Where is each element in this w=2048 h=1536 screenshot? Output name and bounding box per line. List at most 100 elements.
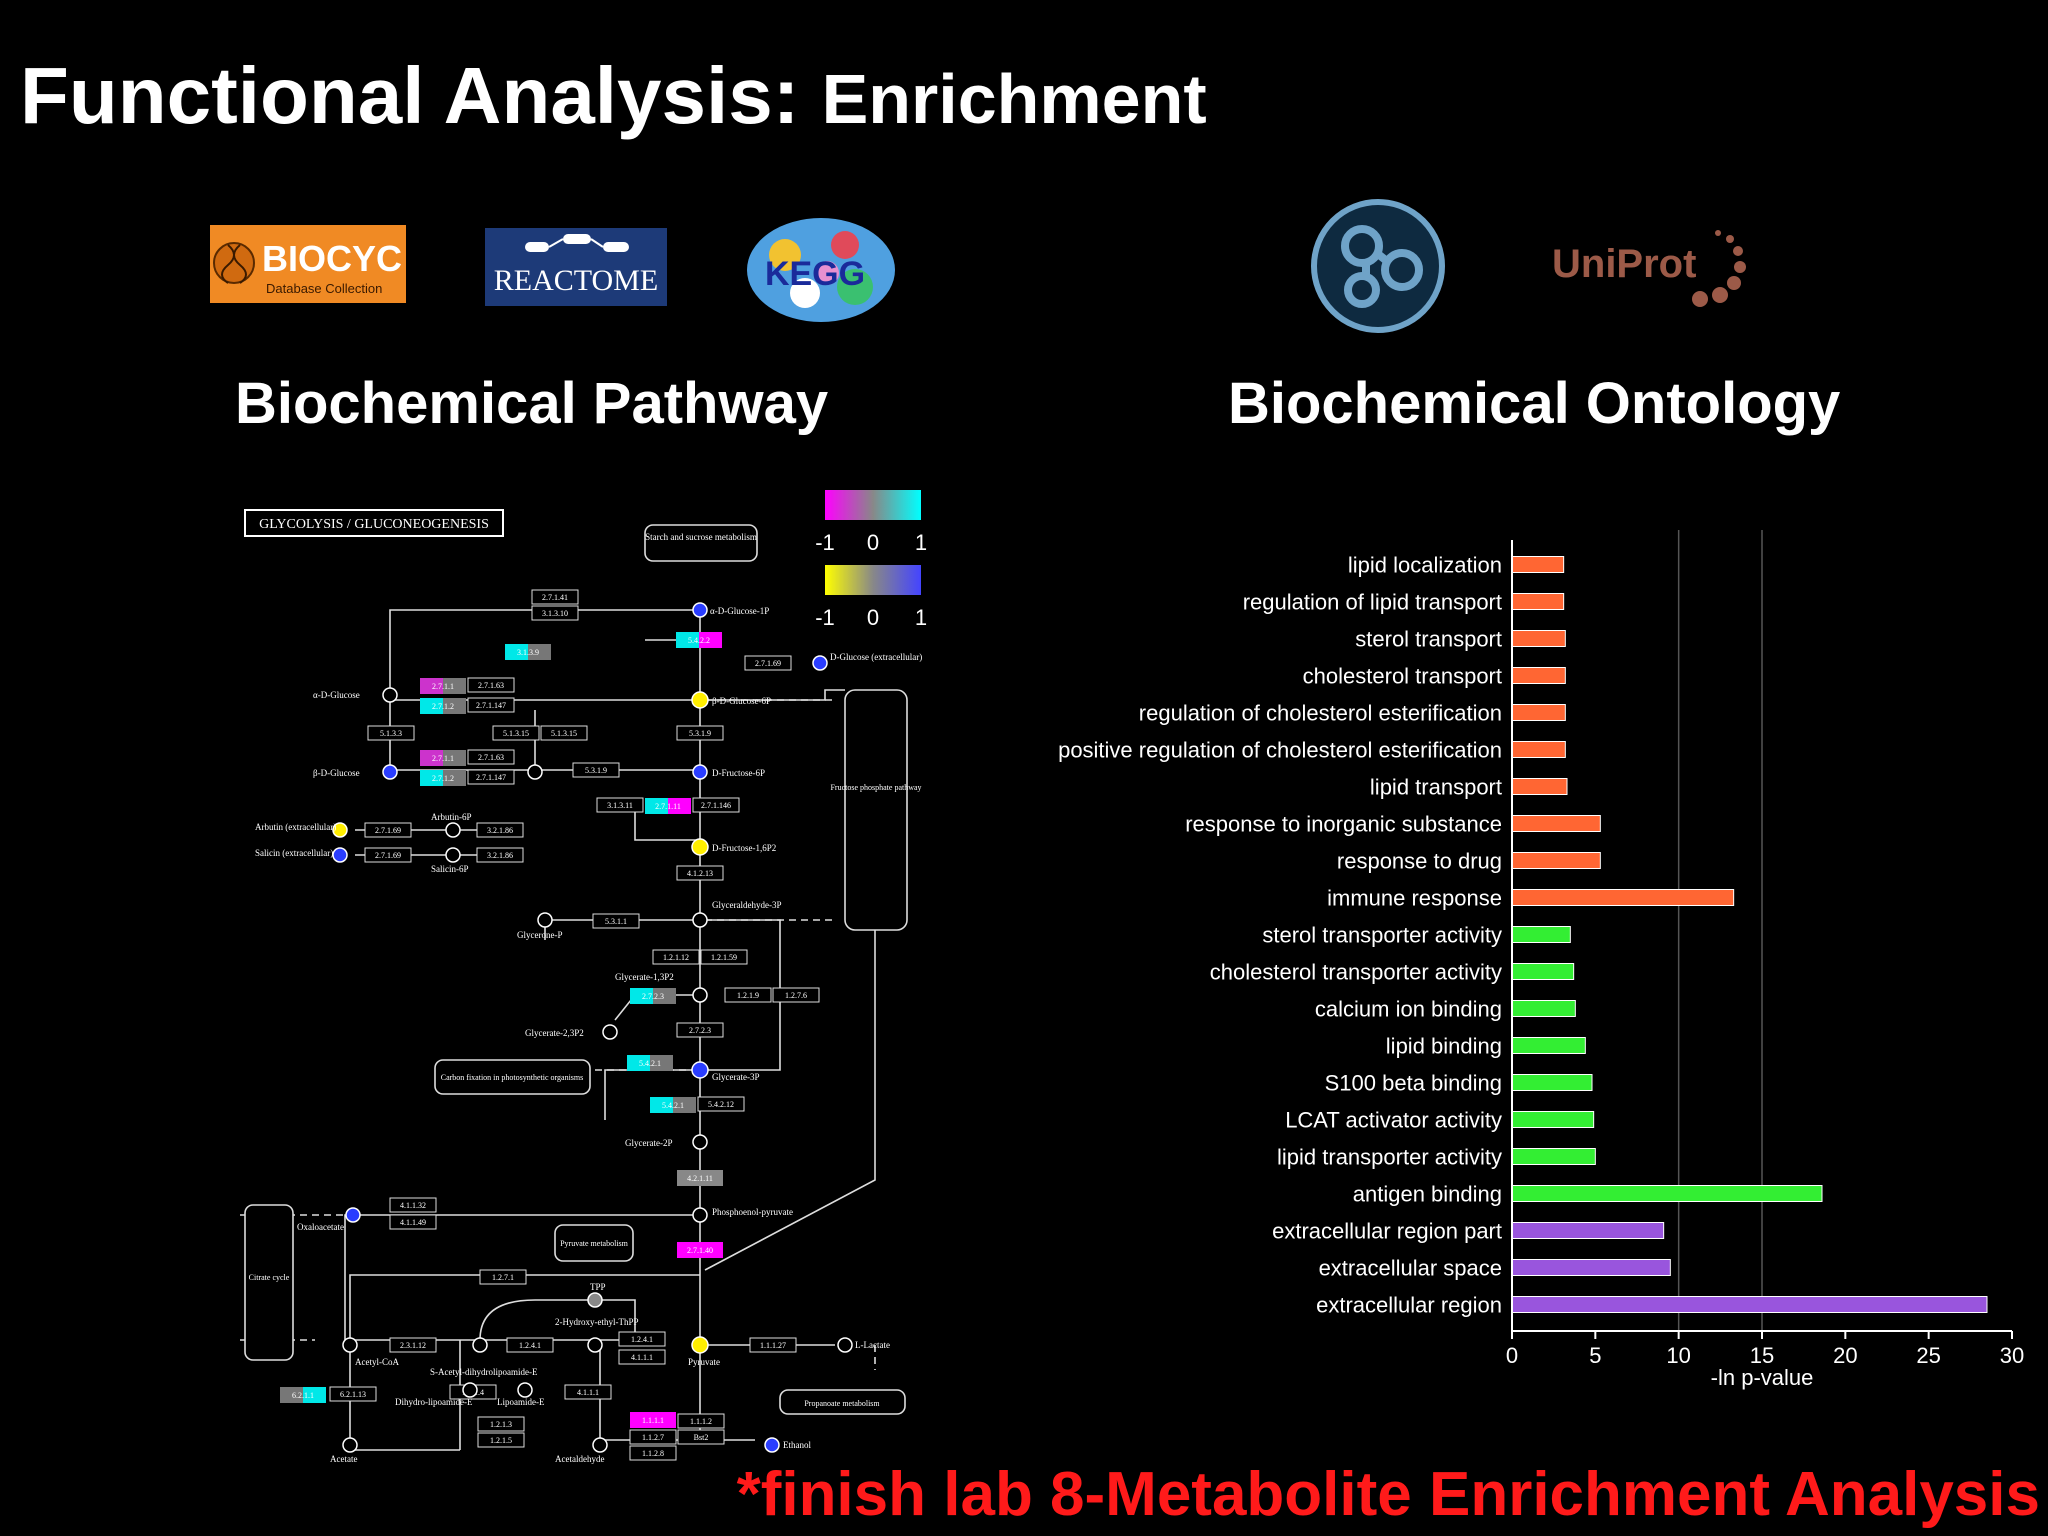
enzyme-label: 1.2.1.59	[711, 953, 737, 962]
category-label: S100 beta binding	[1325, 1071, 1502, 1096]
node-dihydrolipoamide	[462, 1382, 478, 1398]
category-label: response to drug	[1337, 849, 1502, 874]
reactome-logo: REACTOME	[485, 228, 667, 306]
node-phosphoenolpyruvate	[692, 1207, 708, 1223]
enzyme-label: 3.2.1.86	[487, 826, 513, 835]
legend-tick-top-2: 1	[915, 530, 927, 555]
citrate-cycle-label: Citrate cycle	[249, 1273, 290, 1282]
ontology-bar-chart: lipid localization regulation of lipid tr…	[1058, 530, 2024, 1390]
enzyme-label: 2.7.1.1	[432, 682, 454, 691]
enzyme-box-gray	[528, 644, 551, 660]
x-tick-label: 30	[2000, 1343, 2024, 1368]
enzyme-label: 1.2.4.1	[519, 1341, 541, 1350]
compound-label: Dihydro-lipoamide-E	[395, 1397, 473, 1407]
enzyme-label: 4.2.1.11	[687, 1174, 713, 1183]
reactome-logo-name: REACTOME	[494, 264, 658, 297]
node-salicin-6p	[445, 847, 461, 863]
pathway-box-title: GLYCOLYSIS / GLUCONEOGENESIS	[259, 517, 489, 532]
kegg-logo: KEGG	[747, 218, 895, 322]
category-label: extracellular region	[1316, 1293, 1502, 1318]
category-label: sterol transport	[1355, 627, 1502, 652]
bar	[1511, 1185, 1823, 1202]
enzyme-boxes: 2.7.1.41 3.1.3.10 5.4.2.2 3.1.3.9 2.7.1.…	[280, 589, 820, 1461]
uniprot-logo-name: UniProt	[1552, 242, 1696, 286]
node-arbutin-ext	[332, 822, 348, 838]
enzyme-label: 6.2.1.1	[292, 1391, 314, 1400]
starch-sucrose-label: Starch and sucrose metabolism	[645, 532, 757, 542]
fructose-pathway-box	[844, 689, 908, 931]
category-label: calcium ion binding	[1315, 997, 1502, 1022]
compound-label: Ethanol	[783, 1440, 811, 1450]
enzyme-label: 1.2.7.6	[785, 991, 807, 1000]
bar	[1511, 1037, 1586, 1054]
x-tick-label: 10	[1666, 1343, 1690, 1368]
node-acetaldehyde	[592, 1437, 608, 1453]
bar	[1511, 1148, 1596, 1165]
node-oxaloacetate	[345, 1207, 361, 1223]
category-label: immune response	[1327, 886, 1502, 911]
category-label: lipid transporter activity	[1277, 1145, 1502, 1170]
gene-ontology-logo	[1311, 199, 1445, 333]
legend-tick-bottom-0: -1	[815, 605, 835, 630]
node-beta-d-glucose	[382, 764, 398, 780]
enzyme-label: 1.1.2.8	[642, 1449, 664, 1458]
category-label: lipid localization	[1348, 553, 1502, 578]
compound-label: Glyceraldehyde-3P	[712, 900, 781, 910]
chart-x-axis-label: -ln p-value	[1711, 1365, 1814, 1390]
enzyme-label: 1.2.4.1	[631, 1335, 653, 1344]
enzyme-label: 2.7.1.69	[375, 826, 401, 835]
enzyme-label: 5.1.3.3	[380, 729, 402, 738]
category-label: regulation of lipid transport	[1243, 590, 1502, 615]
node-glycerate-23p2	[602, 1024, 618, 1040]
compound-labels: α-D-Glucose-1P D-Glucose (extracellular)…	[255, 606, 922, 1464]
category-label: lipid transport	[1370, 775, 1502, 800]
pathway-heading: Biochemical Pathway	[235, 371, 829, 436]
enzyme-label: 2.7.1.69	[375, 851, 401, 860]
category-label: response to inorganic substance	[1185, 812, 1502, 837]
footer-note: *finish lab 8-Metabolite Enrichment Anal…	[736, 1460, 2040, 1529]
bar	[1511, 1296, 1988, 1313]
title-main: Functional Analysis:	[20, 51, 800, 140]
node-d-fructose-6p	[692, 764, 708, 780]
category-label: extracellular space	[1319, 1256, 1502, 1281]
compound-label: Glycerate-2P	[625, 1138, 672, 1148]
enzyme-label: 3.1.3.11	[607, 801, 633, 810]
page-title: Functional Analysis: Enrichment	[20, 50, 1207, 142]
bar	[1511, 556, 1565, 573]
compound-label: Arbutin-6P	[431, 812, 472, 822]
enzyme-label: 1.1.1.2	[690, 1417, 712, 1426]
bar	[1511, 815, 1601, 832]
enzyme-label: 1.2.1.9	[737, 991, 759, 1000]
node-fructose-16p2	[691, 838, 709, 856]
x-tick-label: 25	[1916, 1343, 1940, 1368]
biocyc-logo-name: BIOCYC	[262, 238, 402, 279]
enzyme-label: 5.3.1.9	[689, 729, 711, 738]
chart-grid	[1677, 530, 1763, 1331]
node-glycerate-3p	[691, 1061, 709, 1079]
compound-label: Acetate	[330, 1454, 357, 1464]
node-lipoamide	[517, 1382, 533, 1398]
enzyme-label: 5.3.1.1	[605, 917, 627, 926]
compound-label: Acetaldehyde	[555, 1454, 604, 1464]
node-hydroxyethyl-thpp	[587, 1337, 603, 1353]
enzyme-label: 1.1.1.1	[642, 1416, 664, 1425]
carbon-fixation-box	[434, 1059, 591, 1095]
bar	[1511, 778, 1568, 795]
node-glycerone-p	[537, 912, 553, 928]
bar	[1511, 1259, 1671, 1276]
bar	[1511, 1111, 1595, 1128]
x-tick-label: 15	[1750, 1343, 1774, 1368]
pyruvate-metabolism-label: Pyruvate metabolism	[560, 1239, 629, 1248]
enzyme-label: 1.1.1.27	[760, 1341, 786, 1350]
compound-label: Arbutin (extracellular)	[255, 822, 336, 832]
bar	[1511, 1222, 1665, 1239]
enzyme-label: 5.4.2.1	[662, 1101, 684, 1110]
enzyme-label: 5.1.3.15	[551, 729, 577, 738]
ontology-heading: Biochemical Ontology	[1228, 371, 1841, 436]
bar	[1511, 852, 1601, 869]
legend-tick-top-1: 0	[867, 530, 879, 555]
node-d-glucose-ext	[812, 655, 828, 671]
x-tick-label: 20	[1833, 1343, 1857, 1368]
bar	[1511, 704, 1566, 721]
